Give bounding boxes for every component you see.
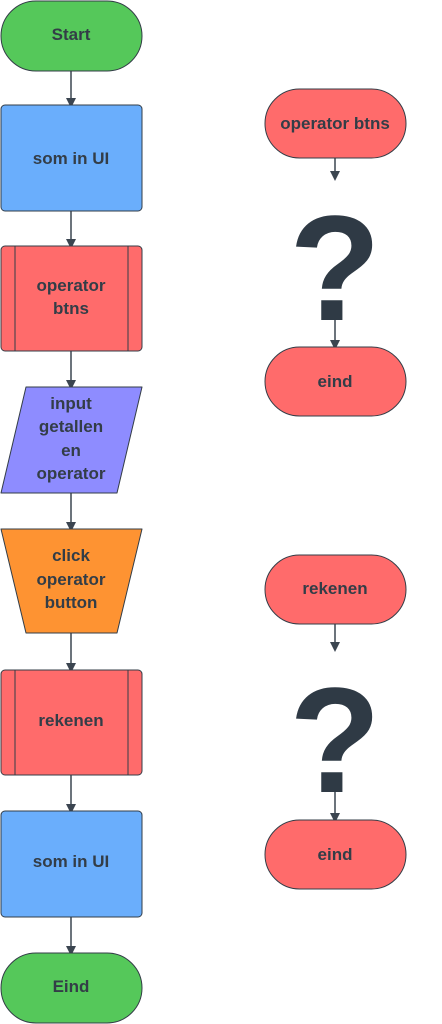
eind-terminal-2-label: eind <box>318 845 353 864</box>
operator-btns-terminal: operator btns <box>264 88 407 159</box>
eind-terminal: Eind <box>0 952 143 1024</box>
eind-terminal-1: eind <box>264 346 407 417</box>
click-manual-operation: click operator button <box>0 528 143 634</box>
start-terminal: Start <box>0 0 143 72</box>
rekenen-subprocess: rekenen <box>0 669 143 776</box>
input-label-line-4: operator <box>37 464 106 483</box>
som-in-ui-label-2: som in UI <box>33 852 110 871</box>
input-label-line-2: getallen <box>39 417 103 436</box>
start-label: Start <box>52 25 91 44</box>
operator-btns-subprocess: operator btns <box>0 245 143 352</box>
input-data-parallelogram: input getallen en operator <box>0 386 143 494</box>
som-in-ui-label-1: som in UI <box>33 149 110 168</box>
click-label-line-2: operator <box>37 570 106 589</box>
som-in-ui-process-1: som in UI <box>0 104 143 212</box>
rekenen-label: rekenen <box>38 711 103 730</box>
click-label-line-3: button <box>45 593 98 612</box>
operator-btns-label-line-2: btns <box>53 299 89 318</box>
operator-btns-label-line-1: operator <box>37 276 106 295</box>
rekenen-terminal-label: rekenen <box>302 579 367 598</box>
side-flow-operator-btns: operator btns ? eind <box>264 88 407 417</box>
input-label-line-3: en <box>61 441 81 460</box>
eind-terminal-1-label: eind <box>318 372 353 391</box>
rekenen-terminal: rekenen <box>264 554 407 625</box>
eind-terminal-2: eind <box>264 819 407 890</box>
som-in-ui-process-2: som in UI <box>0 810 143 918</box>
eind-label: Eind <box>53 977 90 996</box>
input-label-line-1: input <box>50 394 92 413</box>
click-label-line-1: click <box>52 546 90 565</box>
question-mark-2: ? <box>289 656 381 824</box>
question-mark-1: ? <box>289 184 381 352</box>
side-flow-rekenen: rekenen ? eind <box>264 554 407 890</box>
operator-btns-terminal-label: operator btns <box>280 114 390 133</box>
